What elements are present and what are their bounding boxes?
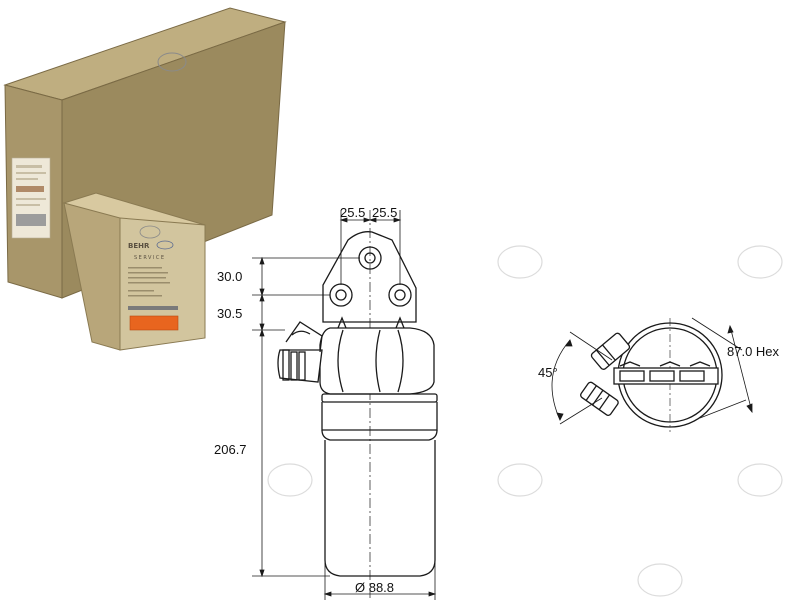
dimension-lines xyxy=(252,210,437,600)
dim-bolt-left: 25.5 xyxy=(340,205,365,220)
dim-diameter: Ø 88.8 xyxy=(355,580,394,595)
dim-bracket-height: 30.0 xyxy=(217,269,242,284)
watermark-logos xyxy=(267,245,783,597)
dim-bolt-right: 25.5 xyxy=(372,205,397,220)
orange-label xyxy=(129,315,179,331)
dim-hex: 87.0 Hex xyxy=(727,344,780,359)
brand-logo: BEHR xyxy=(128,242,150,250)
top-view-drawing xyxy=(580,318,723,432)
dim-angle: 45° xyxy=(538,365,558,380)
small-carton-box: BEHR SERVICE xyxy=(62,192,206,351)
dim-body-height: 206.7 xyxy=(214,442,247,457)
partner-logo-icon xyxy=(156,240,174,250)
brand-sub: SERVICE xyxy=(134,255,166,261)
side-view-drawing xyxy=(277,210,438,598)
side-fitting xyxy=(277,321,323,383)
dim-flange-height: 30.5 xyxy=(217,306,242,321)
top-view-dimension-lines xyxy=(551,317,753,425)
